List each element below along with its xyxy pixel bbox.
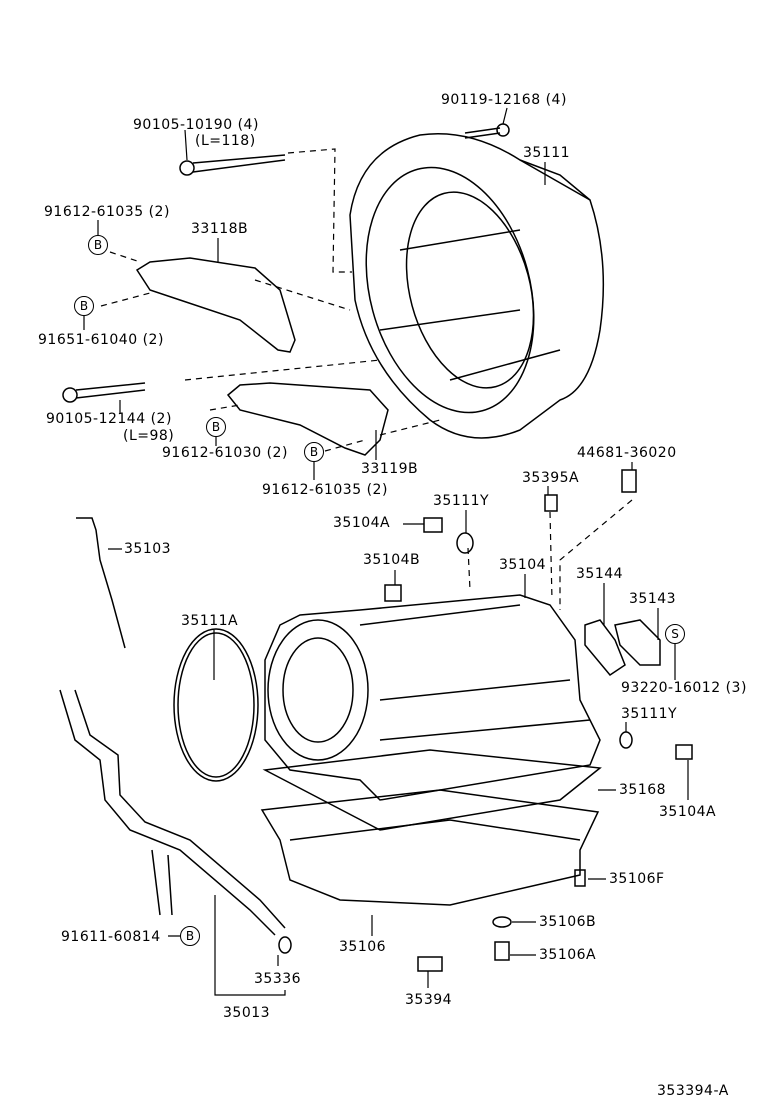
- label-35395A: 35395A: [522, 470, 580, 486]
- bracket-33119B: [226, 382, 389, 456]
- label-35013: 35013: [223, 1005, 271, 1021]
- label-91651-61040: 91651-61040 (2): [38, 332, 164, 348]
- bolt-90105-12144: [62, 382, 146, 403]
- plug-35104A: [423, 517, 443, 533]
- label-91612-61030: 91612-61030 (2): [162, 445, 288, 461]
- label-90105-10190: 90105-10190 (4): [133, 117, 259, 133]
- label-44681-36020: 44681-36020: [577, 445, 677, 461]
- breather-35395A: [544, 494, 558, 512]
- label-35104: 35104: [499, 557, 547, 573]
- bracket-35144: [584, 619, 626, 676]
- gasket-35111Y: [456, 532, 474, 554]
- label-35394: 35394: [405, 992, 453, 1008]
- label-35104A-a: 35104A: [333, 515, 391, 531]
- label-l118: (L=118): [195, 133, 256, 149]
- label-35104A-b: 35104A: [659, 804, 717, 820]
- o-ring-35111A: [173, 628, 259, 782]
- marker-b: B: [304, 442, 324, 462]
- label-35106: 35106: [339, 939, 387, 955]
- gasket-35111Y-2: [619, 731, 633, 749]
- label-33118B: 33118B: [191, 221, 249, 237]
- bracket-35143: [614, 619, 661, 666]
- bolt-90119-12168: [464, 123, 510, 139]
- plug-35106A: [494, 941, 510, 961]
- label-93220-16012: 93220-16012 (3): [621, 680, 747, 696]
- marker-s: S: [665, 624, 685, 644]
- oil-pan-35106: [260, 789, 600, 906]
- bellhousing-35111: [349, 132, 605, 439]
- label-91611-60814: 91611-60814: [61, 929, 161, 945]
- o-ring-35336: [278, 936, 292, 954]
- transmission-case-35104: [264, 594, 601, 801]
- label-35143: 35143: [629, 591, 677, 607]
- label-35144: 35144: [576, 566, 624, 582]
- label-33119B: 33119B: [361, 461, 419, 477]
- label-l98: (L=98): [123, 428, 175, 444]
- filler-tube-35013: [59, 689, 286, 936]
- union-35104B: [384, 584, 402, 602]
- marker-b: B: [74, 296, 94, 316]
- dipstick-35103: [76, 517, 126, 649]
- bolt-35106F: [574, 869, 586, 887]
- diagram-id: 353394-A: [657, 1083, 729, 1099]
- tube-bracket: [151, 849, 173, 916]
- label-35106F: 35106F: [609, 871, 665, 887]
- marker-b: B: [180, 926, 200, 946]
- label-35104B: 35104B: [363, 552, 421, 568]
- label-90105-12144: 90105-12144 (2): [46, 411, 172, 427]
- label-35111: 35111: [523, 145, 571, 161]
- marker-b: B: [206, 417, 226, 437]
- label-91612-61035-b: 91612-61035 (2): [262, 482, 388, 498]
- leader-lines: [83, 107, 689, 996]
- bracket-33118B: [135, 257, 296, 353]
- label-90119-12168: 90119-12168 (4): [441, 92, 567, 108]
- gasket-35168: [262, 749, 602, 831]
- gasket-35106B: [492, 916, 512, 928]
- label-35168: 35168: [619, 782, 667, 798]
- label-35106A: 35106A: [539, 947, 597, 963]
- marker-b: B: [88, 235, 108, 255]
- label-35336: 35336: [254, 971, 302, 987]
- plate-35394: [417, 956, 443, 972]
- label-35106B: 35106B: [539, 914, 597, 930]
- plug-35104A-2: [675, 744, 693, 760]
- label-35111Y-b: 35111Y: [621, 706, 678, 722]
- label-35111Y-a: 35111Y: [433, 493, 490, 509]
- assembly-lines: [100, 148, 633, 610]
- label-35103: 35103: [124, 541, 172, 557]
- label-91612-61035-a: 91612-61035 (2): [44, 204, 170, 220]
- bolt-90105-10190: [179, 154, 286, 176]
- plug-44681: [621, 469, 637, 493]
- label-35111A: 35111A: [181, 613, 239, 629]
